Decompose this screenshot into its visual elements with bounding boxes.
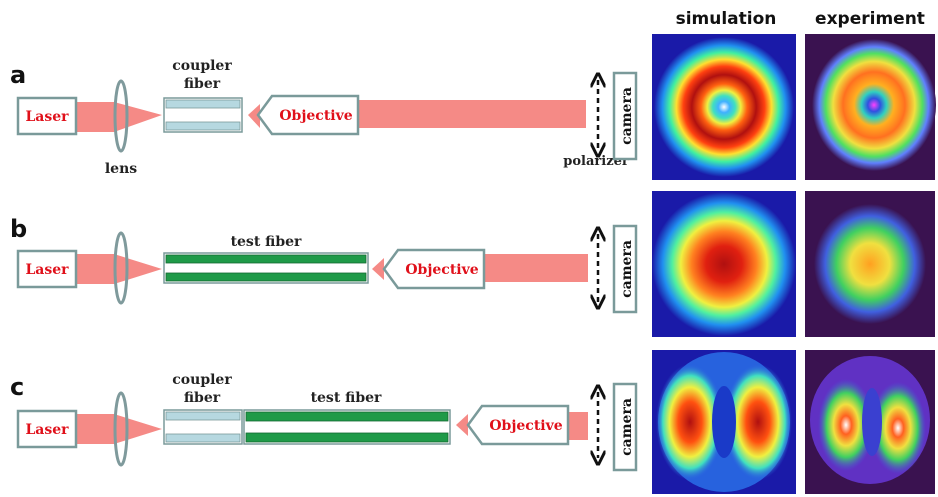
beam-segment [76, 102, 114, 132]
beam-output-cone [248, 104, 260, 128]
simulation-header: simulation [676, 9, 777, 29]
panel-a: a Laser lens coupler fiber Objective pol… [10, 34, 936, 180]
beam-segment [76, 414, 114, 444]
panel-c: c Laser coupler fiber test fiber Objecti… [10, 350, 935, 494]
beam-focus [114, 254, 162, 284]
beam-segment [76, 254, 114, 284]
experiment-header: experiment [815, 9, 925, 29]
panel-b-letter: b [10, 215, 27, 243]
experiment-image-gaussian [805, 191, 935, 337]
camera-box [612, 71, 638, 161]
test-fiber [163, 252, 369, 284]
objective-label: Objective [279, 108, 352, 124]
objective-label: Objective [405, 262, 478, 278]
laser-label: Laser [25, 422, 69, 438]
lens-icon [113, 391, 129, 467]
laser-box [16, 409, 78, 449]
experiment-image-two-lobe [805, 350, 935, 494]
camera-box [612, 224, 638, 314]
coupler-label-line1: coupler [172, 372, 232, 388]
simulation-image-gaussian [652, 191, 796, 337]
coupler-label-line2: fiber [184, 76, 221, 92]
laser-box [16, 96, 78, 136]
beam-focus [114, 102, 162, 132]
beam-segment [484, 254, 588, 282]
objective-label: Objective [489, 418, 562, 434]
laser-label: Laser [25, 262, 69, 278]
beam-output-cone [372, 258, 384, 280]
test-fiber-label: test fiber [311, 390, 382, 406]
lens-icon [113, 231, 129, 305]
coupler-label-line2: fiber [184, 390, 221, 406]
simulation-image-two-lobe [652, 350, 796, 494]
objective-box [382, 248, 486, 290]
beam-segment [568, 412, 588, 440]
test-fiber [243, 409, 451, 445]
camera-label: camera [619, 398, 635, 456]
camera-box [612, 382, 638, 472]
lens-label: lens [105, 161, 137, 177]
beam-focus [114, 414, 162, 444]
panel-c-letter: c [10, 373, 24, 401]
beam-segment [358, 100, 586, 128]
coupler-fiber [163, 409, 243, 445]
beam-output-cone [456, 414, 468, 436]
test-fiber-label: test fiber [231, 234, 302, 250]
coupler-label-line1: coupler [172, 58, 232, 74]
coupler-fiber [163, 97, 243, 133]
panel-b: b Laser test fiber Objective camera [10, 191, 935, 337]
lens-icon [113, 79, 129, 153]
laser-label: Laser [25, 109, 69, 125]
laser-box [16, 249, 78, 289]
objective-box [466, 404, 570, 446]
simulation-image-donut [652, 34, 796, 180]
experiment-image-donut [805, 34, 936, 180]
objective-box [256, 94, 360, 136]
camera-label: camera [619, 240, 635, 298]
panel-a-letter: a [10, 61, 26, 89]
camera-label: camera [619, 87, 635, 145]
polarizer-label: polarizer [563, 154, 629, 169]
